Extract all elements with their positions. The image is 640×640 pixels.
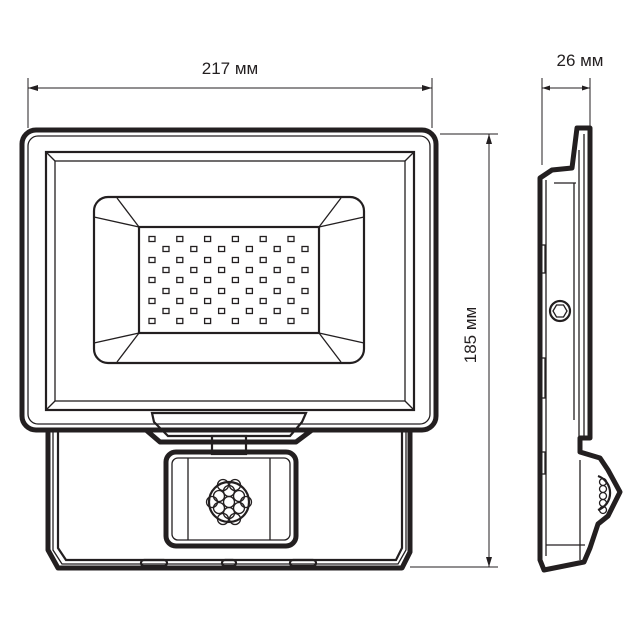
led-chip	[273, 287, 281, 295]
led-chip	[203, 276, 212, 284]
led-chip	[231, 276, 240, 284]
led-chip	[217, 245, 226, 253]
led-chip	[245, 307, 254, 315]
mounting-slot	[288, 558, 318, 568]
led-chip	[273, 245, 281, 253]
hex-nut-icon	[548, 299, 572, 323]
led-chip	[273, 266, 281, 274]
led-chip	[259, 297, 267, 305]
glass-frame	[44, 150, 416, 412]
led-chip	[231, 256, 240, 264]
led-chip	[301, 245, 309, 253]
lens-cell	[222, 495, 236, 509]
led-chip	[176, 317, 184, 325]
height-dimension: 185 мм	[410, 133, 498, 568]
led-chip	[245, 266, 254, 274]
led-chip	[176, 256, 184, 264]
led-chip	[162, 287, 170, 295]
led-chip	[162, 307, 170, 315]
reflector	[92, 195, 366, 365]
led-chip	[273, 307, 281, 315]
lens-cell	[212, 501, 226, 515]
lens-cell	[598, 505, 608, 515]
depth-dimension: 26 мм	[541, 51, 604, 165]
pir-sensor-lens	[205, 478, 253, 526]
led-array	[148, 235, 309, 325]
led-chip	[203, 297, 212, 305]
led-chip	[203, 235, 212, 243]
housing-tab	[150, 411, 308, 438]
led-chip	[287, 256, 295, 264]
lens-cell	[216, 478, 230, 492]
led-chip	[301, 287, 309, 295]
led-chip	[148, 235, 156, 243]
height-label: 185 мм	[461, 307, 480, 363]
led-chip	[203, 317, 212, 325]
motion-sensor-housing	[163, 449, 299, 549]
led-chip	[259, 317, 267, 325]
led-chip	[287, 276, 295, 284]
led-chip	[148, 256, 156, 264]
led-chip	[245, 245, 254, 253]
lens-cell	[598, 491, 608, 501]
led-chip	[217, 307, 226, 315]
width-label: 217 мм	[202, 59, 258, 78]
mounting-slot	[139, 558, 169, 568]
lens-cell	[222, 484, 236, 498]
led-chip	[217, 287, 226, 295]
lens-cell	[228, 478, 242, 492]
led-chip	[259, 235, 267, 243]
mounting-hole	[220, 558, 238, 568]
led-chip	[148, 276, 156, 284]
led-chip	[245, 287, 254, 295]
led-chip	[231, 297, 240, 305]
led-chip	[287, 297, 295, 305]
led-chip	[190, 245, 198, 253]
lens-cell	[216, 512, 230, 526]
led-chip	[231, 317, 240, 325]
lens-cell	[598, 498, 608, 508]
lens-cell	[205, 495, 219, 509]
led-chip	[190, 287, 198, 295]
mounting-bracket	[45, 428, 413, 571]
led-chip	[190, 307, 198, 315]
side-outline	[537, 125, 623, 573]
led-chip	[259, 276, 267, 284]
side-view	[537, 125, 623, 573]
lens-cell	[222, 506, 236, 520]
led-chip	[148, 317, 156, 325]
led-chip	[148, 297, 156, 305]
led-panel	[137, 225, 321, 335]
width-dimension: 217 мм	[27, 59, 433, 128]
led-chip	[176, 297, 184, 305]
depth-label: 26 мм	[556, 51, 603, 70]
led-chip	[217, 266, 226, 274]
led-chip	[176, 235, 184, 243]
led-chip	[287, 317, 295, 325]
lens-cell	[212, 489, 226, 503]
led-chip	[231, 235, 240, 243]
front-view	[19, 127, 439, 571]
lens-cell	[228, 512, 242, 526]
led-chip	[301, 307, 309, 315]
led-chip	[176, 276, 184, 284]
led-chip	[301, 266, 309, 274]
lens-cell	[598, 484, 608, 494]
led-chip	[162, 245, 170, 253]
lens-cell	[232, 489, 246, 503]
led-chip	[162, 266, 170, 274]
lens-cell	[239, 495, 253, 509]
led-chip	[190, 266, 198, 274]
lens-cell	[232, 501, 246, 515]
led-chip	[259, 256, 267, 264]
housing-outer	[19, 127, 439, 433]
led-chip	[287, 235, 295, 243]
led-chip	[203, 256, 212, 264]
side-lens-cells	[598, 477, 608, 515]
